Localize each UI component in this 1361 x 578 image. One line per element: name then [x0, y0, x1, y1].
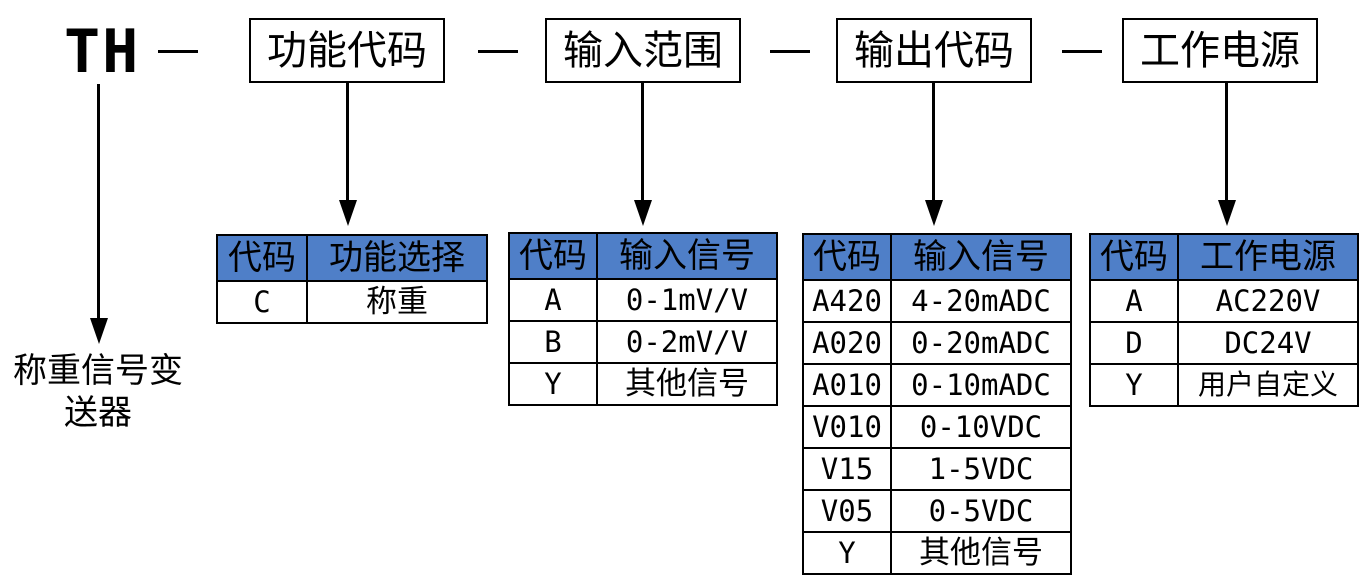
- table-row: Y 其他信号: [802, 531, 1072, 575]
- table-header-cell: 代码: [216, 234, 308, 282]
- input-range-table: 代码 输入信号 A 0-1mV/V B 0-2mV/V Y 其他信号: [508, 232, 778, 406]
- table-row: A010 0-10mADC: [802, 363, 1072, 407]
- table-row: C 称重: [216, 280, 488, 324]
- table-row: V010 0-10VDC: [802, 405, 1072, 449]
- value-cell: 0-2mV/V: [596, 320, 778, 364]
- power-supply-table: 代码 工作电源 A AC220V D DC24V Y 用户自定义: [1089, 233, 1359, 407]
- arrow-down-icon: [339, 200, 357, 226]
- value-cell: 称重: [306, 280, 488, 324]
- code-cell: Y: [508, 362, 598, 406]
- code-cell: Y: [802, 531, 892, 575]
- value-cell: 0-20mADC: [890, 321, 1072, 365]
- table-header-cell: 输入信号: [596, 232, 778, 280]
- separator-dash: [770, 50, 810, 53]
- value-cell: 0-10mADC: [890, 363, 1072, 407]
- code-cell: B: [508, 320, 598, 364]
- arrow-line: [932, 83, 935, 203]
- table-row: D DC24V: [1089, 321, 1359, 365]
- separator-dash: [478, 50, 518, 53]
- table-header-cell: 代码: [802, 233, 892, 281]
- segment-output-code: 输出代码: [836, 18, 1032, 83]
- arrow-line: [346, 83, 349, 203]
- code-cell: A420: [802, 279, 892, 323]
- value-cell: 0-10VDC: [890, 405, 1072, 449]
- table-row: V15 1-5VDC: [802, 447, 1072, 491]
- arrow-line: [1225, 83, 1228, 203]
- table-header-cell: 工作电源: [1177, 233, 1359, 281]
- code-cell: Y: [1089, 363, 1179, 407]
- code-cell: V05: [802, 489, 892, 533]
- arrow-down-icon: [1218, 200, 1236, 226]
- model-prefix: TH: [64, 17, 141, 87]
- table-row: A020 0-20mADC: [802, 321, 1072, 365]
- table-row: Y 用户自定义: [1089, 363, 1359, 407]
- arrow-down-icon: [90, 318, 108, 344]
- table-row: Y 其他信号: [508, 362, 778, 406]
- code-cell: C: [216, 280, 308, 324]
- value-cell: DC24V: [1177, 321, 1359, 365]
- arrow-line: [641, 83, 644, 203]
- value-cell: 其他信号: [596, 362, 778, 406]
- arrow-down-icon: [925, 200, 943, 226]
- table-header-cell: 代码: [1089, 233, 1179, 281]
- segment-power-supply: 工作电源: [1122, 18, 1318, 83]
- separator-dash: [158, 50, 198, 53]
- function-code-table: 代码 功能选择 C 称重: [216, 234, 488, 324]
- code-cell: A010: [802, 363, 892, 407]
- arrow-line: [97, 84, 100, 322]
- arrow-down-icon: [634, 200, 652, 226]
- value-cell: 1-5VDC: [890, 447, 1072, 491]
- segment-function-code: 功能代码: [249, 18, 445, 83]
- table-row: B 0-2mV/V: [508, 320, 778, 364]
- table-row: A 0-1mV/V: [508, 278, 778, 322]
- value-cell: 0-1mV/V: [596, 278, 778, 322]
- code-cell: D: [1089, 321, 1179, 365]
- code-cell: A: [1089, 279, 1179, 323]
- table-header-cell: 输入信号: [890, 233, 1072, 281]
- code-cell: V15: [802, 447, 892, 491]
- table-header-cell: 功能选择: [306, 234, 488, 282]
- table-header-cell: 代码: [508, 232, 598, 280]
- value-cell: AC220V: [1177, 279, 1359, 323]
- separator-dash: [1062, 50, 1102, 53]
- table-row: A AC220V: [1089, 279, 1359, 323]
- value-cell: 用户自定义: [1177, 363, 1359, 407]
- value-cell: 0-5VDC: [890, 489, 1072, 533]
- segment-input-range: 输入范围: [545, 18, 741, 83]
- table-row: A420 4-20mADC: [802, 279, 1072, 323]
- code-cell: V010: [802, 405, 892, 449]
- code-cell: A020: [802, 321, 892, 365]
- device-label: 称重信号变送器: [13, 351, 183, 433]
- table-row: V05 0-5VDC: [802, 489, 1072, 533]
- output-code-table: 代码 输入信号 A420 4-20mADC A020 0-20mADC A010…: [802, 233, 1072, 575]
- code-cell: A: [508, 278, 598, 322]
- value-cell: 其他信号: [890, 531, 1072, 575]
- value-cell: 4-20mADC: [890, 279, 1072, 323]
